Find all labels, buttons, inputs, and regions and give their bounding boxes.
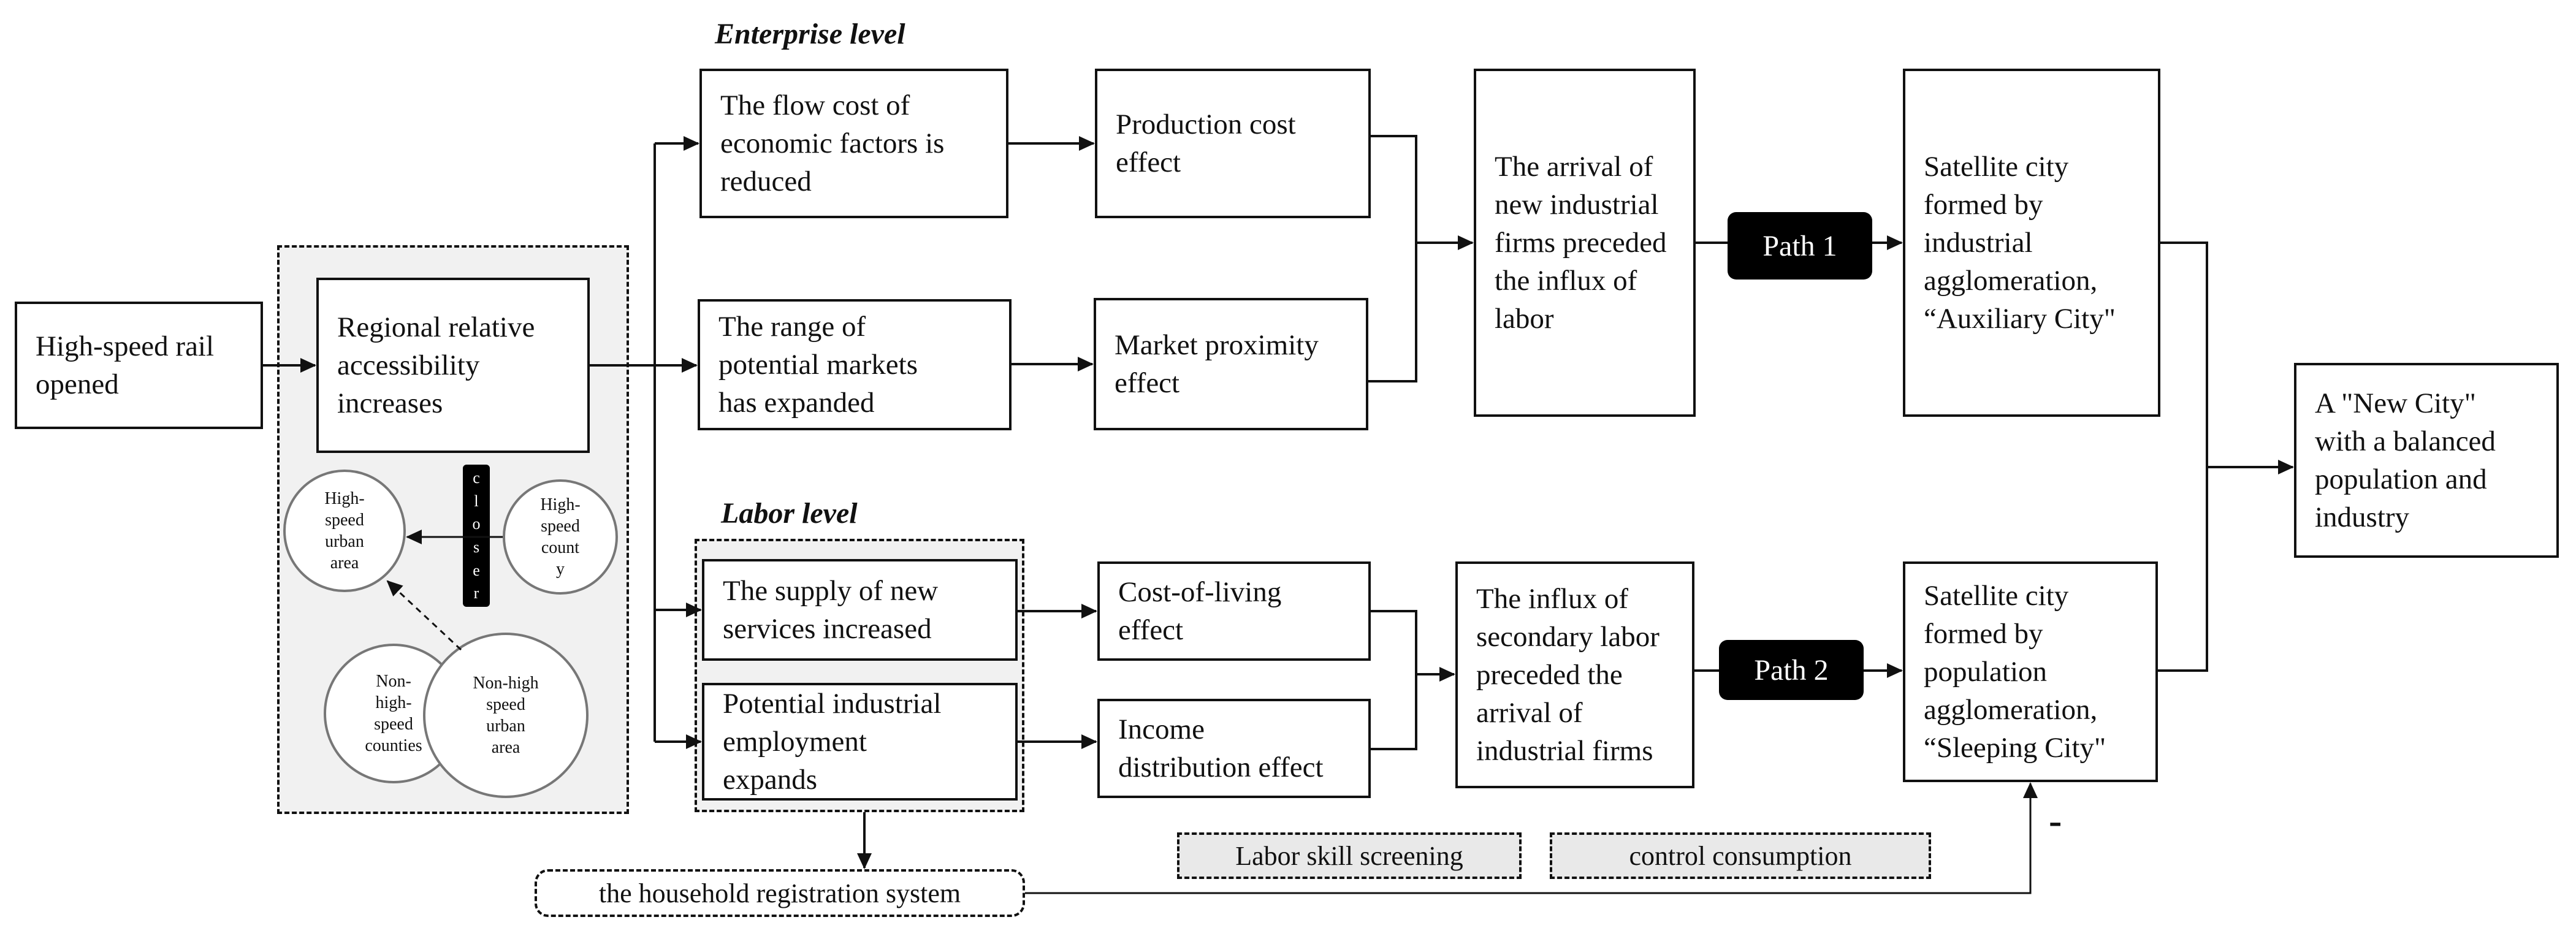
hsr-opened-box: High-speed rail opened — [15, 302, 263, 429]
new-services-box: The supply of new services increased — [702, 559, 1018, 661]
non-hs-urban-area-circle: Non-high speed urban area — [423, 633, 589, 798]
merge-enterprise — [1368, 135, 1417, 382]
market-proximity-box: Market proximity effect — [1094, 298, 1368, 430]
hs-urban-area-circle: High- speed urban area — [283, 470, 406, 592]
control-consumption-tag: control consumption — [1550, 832, 1931, 879]
closer-letter: l — [474, 492, 479, 510]
closer-letter: s — [473, 538, 480, 556]
income-distribution-box: Income distribution effect — [1097, 699, 1371, 798]
auxiliary-city-box: Satellite city formed by industrial aggl… — [1903, 69, 2160, 417]
cost-of-living-box: Cost-of-living effect — [1097, 561, 1371, 661]
enterprise-level-label: Enterprise level — [715, 18, 905, 50]
production-cost-box: Production cost effect — [1095, 69, 1371, 218]
closer-letter: e — [473, 561, 480, 579]
new-city-box: A "New City" with a balanced population … — [2294, 363, 2559, 558]
employment-box: Potential industrial employment expands — [702, 683, 1018, 801]
closer-letter: r — [473, 584, 479, 603]
path-2-badge: Path 2 — [1719, 640, 1864, 700]
labor-level-label: Labor level — [721, 497, 858, 530]
labor-skill-screening-tag: Labor skill screening — [1177, 832, 1522, 879]
path-1-badge: Path 1 — [1728, 212, 1872, 280]
sleeping-city-box: Satellite city formed by population aggl… — [1903, 561, 2158, 782]
potential-markets-box: The range of potential markets has expan… — [698, 299, 1012, 430]
merge-satellite-cities — [2158, 242, 2208, 672]
closer-letter: o — [472, 515, 481, 533]
labor-first-box: The influx of secondary labor preceded t… — [1455, 561, 1694, 788]
accessibility-box: Regional relative accessibility increase… — [316, 278, 590, 453]
closer-label: c l o s e r — [463, 465, 490, 607]
closer-letter: c — [473, 468, 480, 487]
new-firms-first-box: The arrival of new industrial firms prec… — [1474, 69, 1696, 417]
flow-cost-box: The flow cost of economic factors is red… — [699, 69, 1008, 218]
negative-effect-sign: - — [2049, 799, 2062, 842]
hs-county-circle: High- speed count y — [503, 479, 618, 595]
merge-labor — [1371, 610, 1417, 750]
household-registration-tag: the household registration system — [535, 869, 1025, 917]
